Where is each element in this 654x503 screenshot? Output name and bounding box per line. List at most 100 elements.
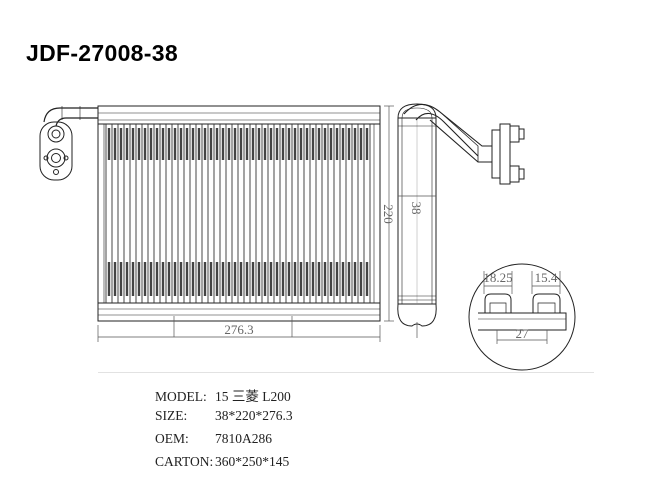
height-dimension bbox=[384, 105, 394, 322]
fin-band bbox=[197, 262, 201, 296]
side-pipe-lower bbox=[429, 119, 492, 163]
depth-dimension-label: 38 bbox=[409, 202, 424, 215]
fin-band bbox=[269, 128, 273, 160]
fin-band bbox=[287, 128, 291, 160]
spec-size-value: 38*220*276.3 bbox=[215, 408, 293, 423]
fin-band bbox=[257, 262, 261, 296]
fin-band bbox=[113, 128, 117, 160]
fin-band bbox=[293, 262, 297, 296]
fin-band bbox=[299, 128, 303, 160]
fin-band bbox=[203, 262, 207, 296]
core-frame bbox=[97, 123, 381, 304]
fin-band bbox=[281, 128, 285, 160]
fin-band bbox=[143, 262, 147, 296]
fin-band bbox=[299, 262, 303, 296]
fin-band bbox=[137, 262, 141, 296]
fin-band bbox=[251, 128, 255, 160]
fin-band bbox=[215, 128, 219, 160]
spec-oem-value: 7810A286 bbox=[215, 431, 272, 446]
fin-band bbox=[221, 262, 225, 296]
fin-band bbox=[227, 262, 231, 296]
fin-band bbox=[353, 262, 357, 296]
fin-band bbox=[113, 262, 117, 296]
fin-band bbox=[311, 262, 315, 296]
depth-dimension bbox=[398, 195, 436, 338]
port-upper bbox=[47, 125, 65, 143]
fin-band bbox=[347, 128, 351, 160]
detail-circle bbox=[468, 263, 576, 371]
fin-band bbox=[119, 128, 123, 160]
detail-base-plate bbox=[478, 312, 567, 331]
detail-bottom-label: 27 bbox=[516, 326, 530, 341]
side-view bbox=[397, 103, 525, 327]
fin-band bbox=[149, 262, 153, 296]
fin-band bbox=[137, 128, 141, 160]
fin-band bbox=[347, 262, 351, 296]
fin-band bbox=[359, 128, 363, 160]
width-dimension bbox=[97, 316, 381, 342]
fin-band bbox=[335, 128, 339, 160]
fin-band bbox=[131, 262, 135, 296]
side-top-tank bbox=[397, 103, 437, 119]
fin-band bbox=[365, 262, 369, 296]
connector-block bbox=[39, 121, 73, 181]
spec-oem-label: OEM: bbox=[155, 431, 189, 446]
fin-band bbox=[263, 262, 267, 296]
detail-right-port bbox=[532, 293, 561, 313]
fin-band bbox=[191, 128, 195, 160]
fin-band bbox=[185, 262, 189, 296]
fin-band bbox=[323, 262, 327, 296]
fin-band bbox=[275, 262, 279, 296]
spec-carton-label: CARTON: bbox=[155, 454, 214, 469]
fin-band bbox=[317, 128, 321, 160]
fin-band bbox=[221, 128, 225, 160]
fin-band bbox=[125, 128, 129, 160]
fin-band bbox=[179, 128, 183, 160]
spec-size: SIZE:38*220*276.3 bbox=[155, 408, 293, 424]
side-flange bbox=[491, 129, 501, 179]
fin-band bbox=[239, 262, 243, 296]
outlet-pipe bbox=[55, 117, 98, 127]
fin-band bbox=[323, 128, 327, 160]
fin-band bbox=[233, 128, 237, 160]
fin-band bbox=[125, 262, 129, 296]
front-view bbox=[39, 105, 381, 322]
spec-carton: CARTON:360*250*145 bbox=[155, 454, 289, 470]
fin-band bbox=[161, 128, 165, 160]
fin-band bbox=[305, 262, 309, 296]
fin-band bbox=[263, 128, 267, 160]
fin-band bbox=[167, 128, 171, 160]
fin-band bbox=[287, 262, 291, 296]
fin-band bbox=[155, 128, 159, 160]
divider-line bbox=[98, 372, 594, 373]
detail-view bbox=[468, 263, 576, 371]
fin-band bbox=[191, 262, 195, 296]
height-dimension-label: 220 bbox=[381, 204, 396, 224]
fin-band bbox=[365, 128, 369, 160]
fin-band bbox=[293, 128, 297, 160]
fin-band bbox=[173, 128, 177, 160]
fin-band bbox=[179, 262, 183, 296]
top-header-tank bbox=[97, 105, 381, 125]
width-dimension-label: 276.3 bbox=[224, 322, 253, 337]
fin-band bbox=[161, 262, 165, 296]
spec-model-label: MODEL: bbox=[155, 389, 207, 404]
spec-model: MODEL: 15 三菱 L200 bbox=[155, 385, 291, 405]
product-code-title: JDF-27008-38 bbox=[26, 40, 178, 66]
bottom-header-tank bbox=[97, 302, 381, 322]
fin-band bbox=[245, 262, 249, 296]
fin-band bbox=[209, 262, 213, 296]
detail-left-port bbox=[484, 293, 512, 313]
fin-band bbox=[359, 262, 363, 296]
fin-band bbox=[317, 262, 321, 296]
fin-band bbox=[203, 128, 207, 160]
fin-band bbox=[131, 128, 135, 160]
fin-band bbox=[275, 128, 279, 160]
fin-band bbox=[143, 128, 147, 160]
fin-band bbox=[311, 128, 315, 160]
fin-band bbox=[341, 128, 345, 160]
fin-band bbox=[197, 128, 201, 160]
fin-band bbox=[185, 128, 189, 160]
spec-model-value: 15 三菱 L200 bbox=[215, 389, 291, 404]
